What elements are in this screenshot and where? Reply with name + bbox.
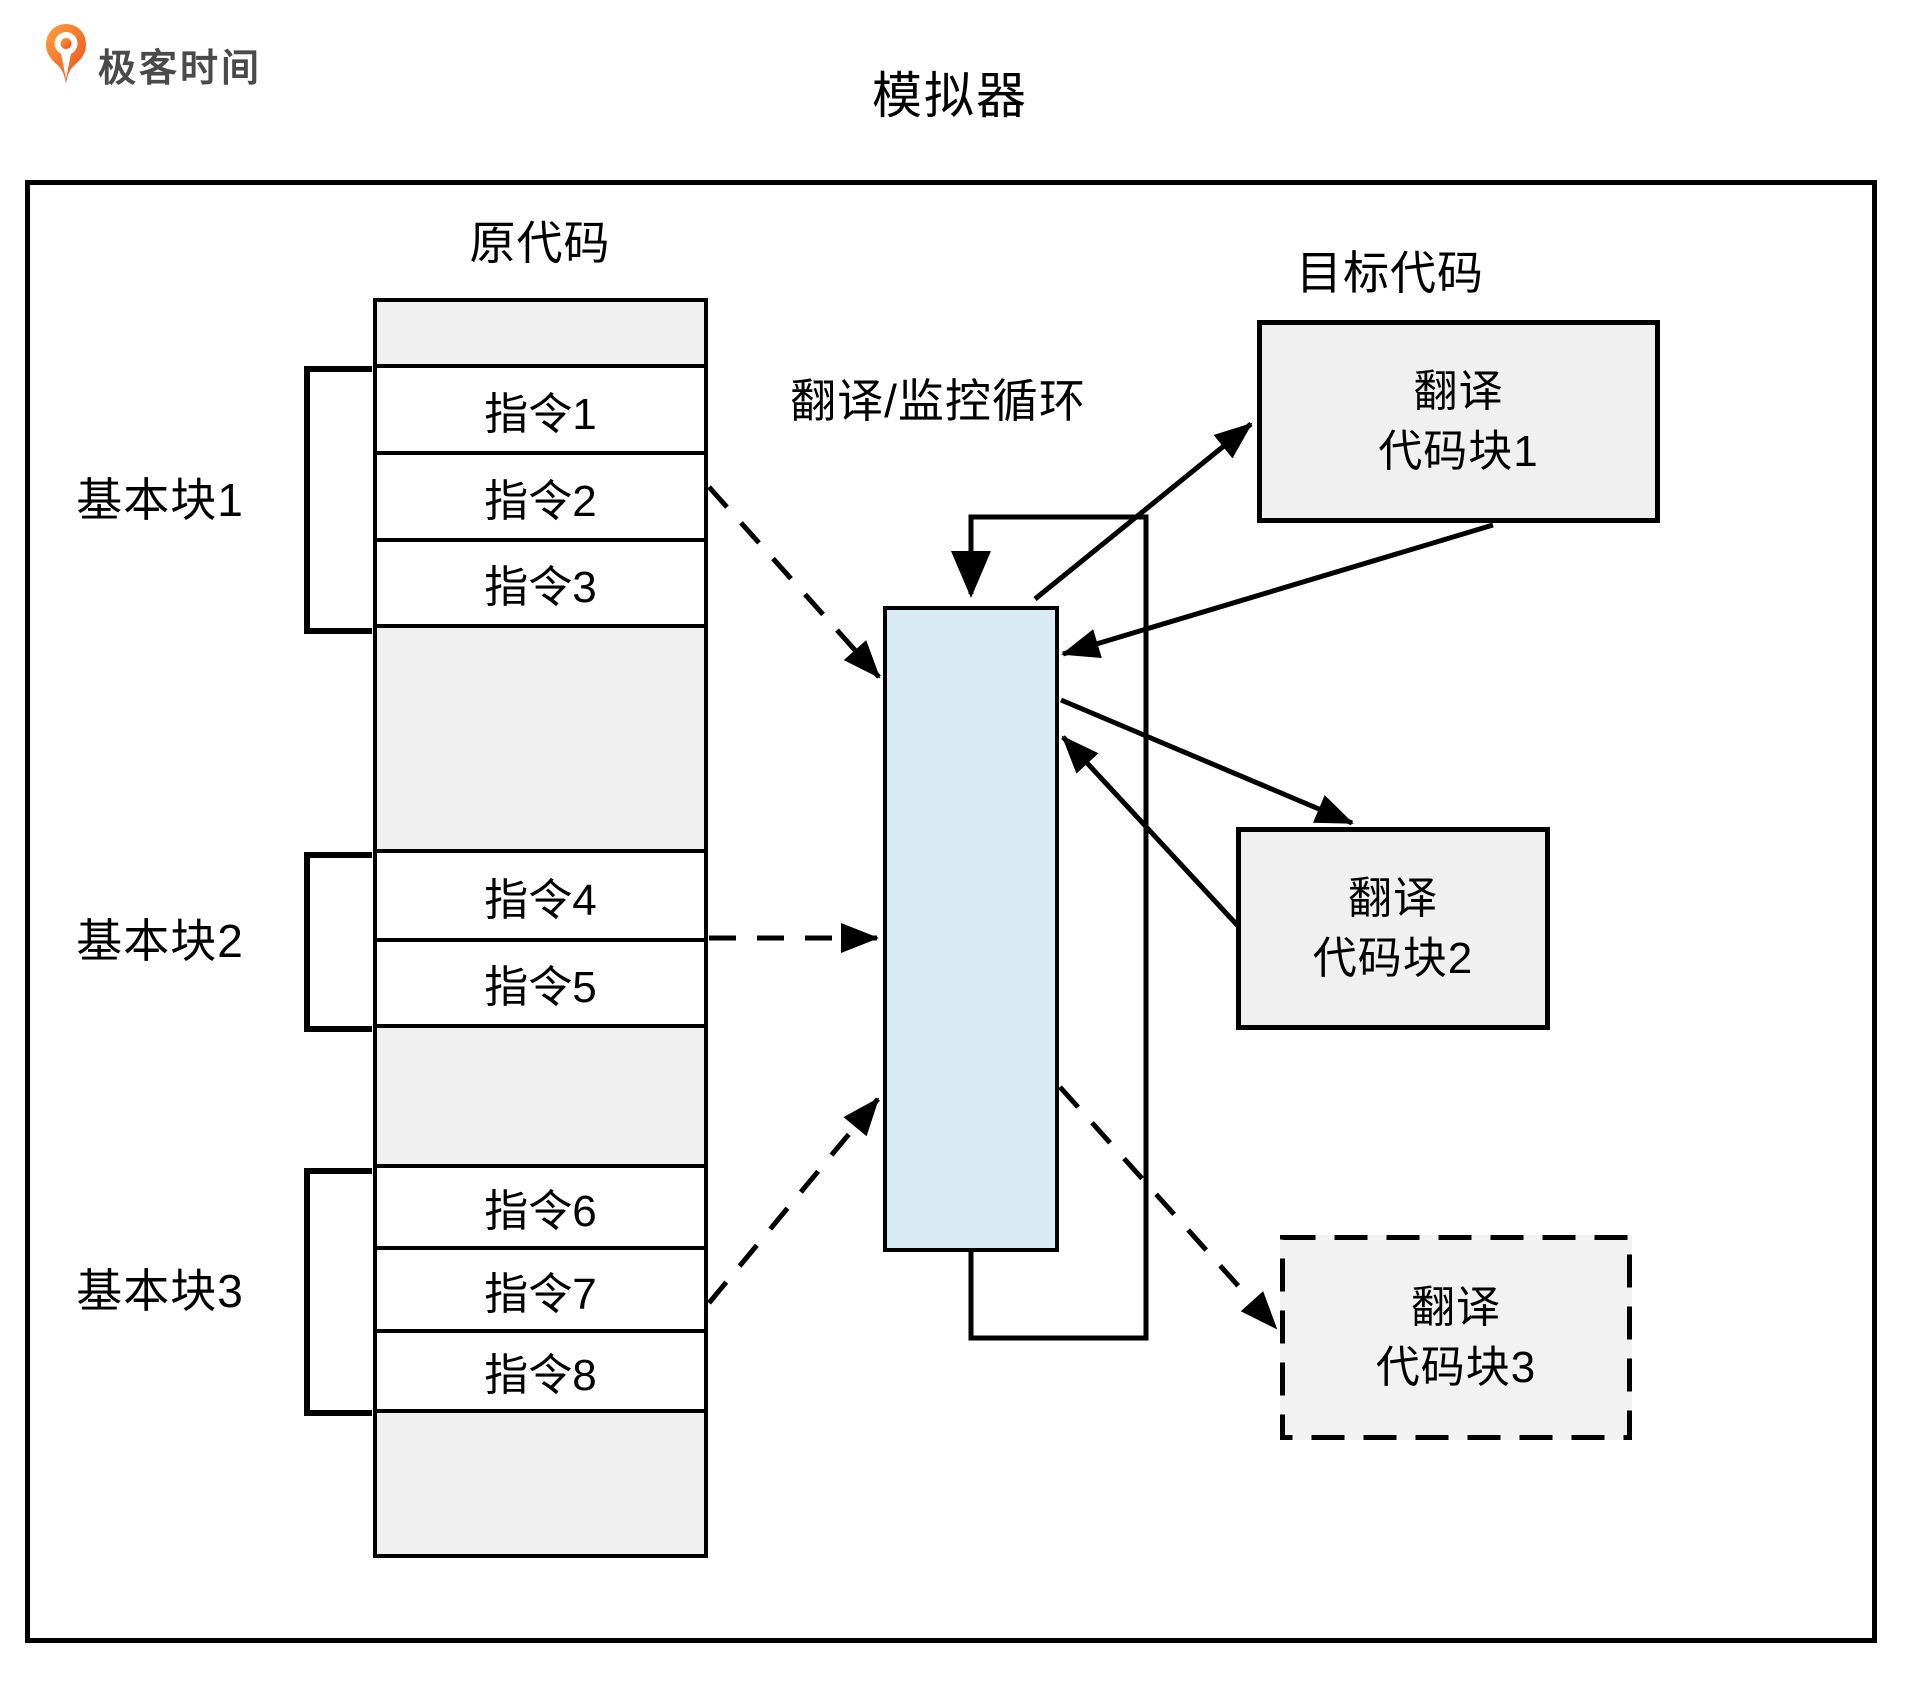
translated-block-1-line1: 翻译 bbox=[1413, 367, 1504, 417]
translated-block-2: 翻译 代码块2 bbox=[1236, 827, 1550, 1030]
instruction-text: 指令1 bbox=[484, 389, 597, 439]
instruction-text: 指令6 bbox=[484, 1187, 597, 1236]
translated-block-2-line1: 翻译 bbox=[1348, 874, 1438, 924]
instruction-cell-8: 指令8 bbox=[377, 1333, 704, 1413]
basic-block-1-label: 基本块1 bbox=[76, 474, 244, 526]
instruction-text: 指令7 bbox=[484, 1269, 597, 1319]
basic-block-3-label: 基本块3 bbox=[76, 1265, 244, 1317]
loop-box bbox=[883, 606, 1059, 1252]
translated-block-3-line2: 代码块3 bbox=[1375, 1342, 1537, 1392]
instruction-text: 指令5 bbox=[484, 963, 597, 1012]
memory-segment bbox=[377, 302, 704, 368]
instruction-cell-1: 指令1 bbox=[377, 368, 704, 455]
source-code-column: 指令1 指令2 指令3 指令4 指令5 指令6 指令7 指令8 bbox=[373, 298, 708, 1558]
brand-name: 极客时间 bbox=[98, 48, 263, 90]
translated-block-2-line2: 代码块2 bbox=[1312, 933, 1474, 983]
translated-block-3: 翻译 代码块3 bbox=[1280, 1235, 1632, 1440]
translated-block-1-line2: 代码块1 bbox=[1378, 426, 1539, 476]
instruction-cell-7: 指令7 bbox=[377, 1250, 704, 1333]
translated-block-1: 翻译 代码块1 bbox=[1257, 320, 1660, 523]
basic-block-2-label: 基本块2 bbox=[76, 915, 244, 967]
memory-segment bbox=[377, 1028, 704, 1168]
translated-block-3-line1: 翻译 bbox=[1411, 1283, 1501, 1333]
instruction-cell-4: 指令4 bbox=[377, 853, 704, 942]
source-code-label: 原代码 bbox=[469, 217, 611, 269]
instruction-text: 指令3 bbox=[484, 563, 597, 612]
instruction-cell-2: 指令2 bbox=[377, 455, 704, 542]
geektime-logo-icon bbox=[46, 24, 86, 84]
loop-label: 翻译/监控循环 bbox=[790, 375, 1086, 427]
instruction-cell-5: 指令5 bbox=[377, 942, 704, 1028]
instruction-text: 指令8 bbox=[484, 1351, 597, 1400]
instruction-text: 指令2 bbox=[484, 476, 597, 526]
memory-segment bbox=[377, 628, 704, 853]
instruction-cell-6: 指令6 bbox=[377, 1168, 704, 1250]
instruction-text: 指令4 bbox=[484, 875, 597, 925]
diagram-title: 模拟器 bbox=[872, 68, 1028, 124]
memory-segment bbox=[377, 1413, 704, 1554]
target-code-label: 目标代码 bbox=[1296, 247, 1484, 299]
instruction-cell-3: 指令3 bbox=[377, 542, 704, 628]
